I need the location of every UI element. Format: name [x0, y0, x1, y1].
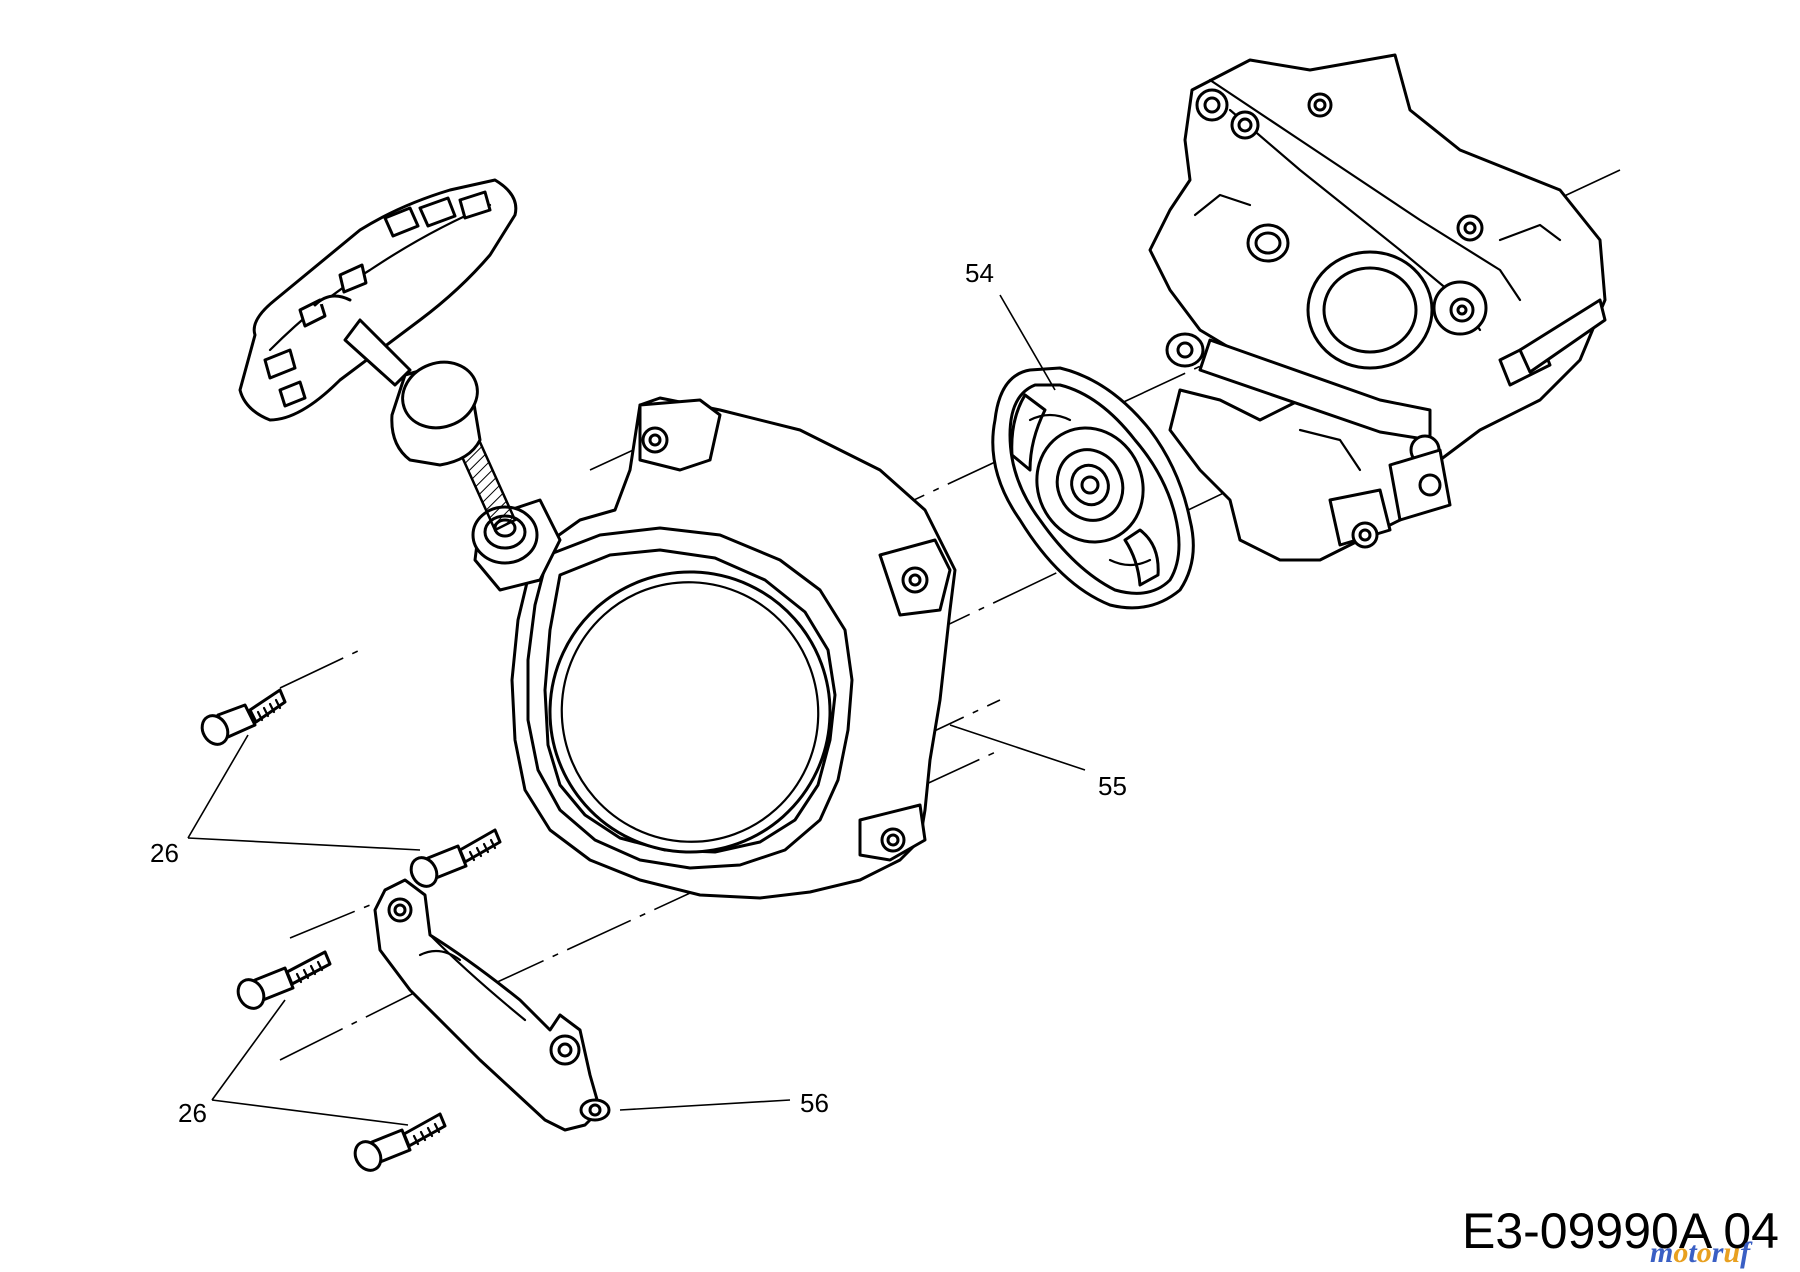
starter-rope-and-handle — [238, 178, 518, 532]
watermark-logo: motoruf — [1650, 1236, 1753, 1269]
drawing-code: E3-09990A 04 — [1462, 1203, 1779, 1259]
crankcase — [1148, 53, 1607, 562]
starter-housing — [471, 396, 957, 900]
mounting-bracket — [373, 878, 611, 1132]
screw-lower-left — [236, 950, 332, 1010]
callout-26-lower: 26 — [178, 1098, 207, 1128]
screw-upper-right — [409, 828, 502, 888]
leader-lines — [187, 294, 1086, 1126]
callout-55: 55 — [1098, 771, 1127, 801]
callout-54: 54 — [965, 258, 994, 288]
screw-lower-right — [353, 1112, 447, 1172]
callout-56: 56 — [800, 1088, 829, 1118]
callout-26-upper: 26 — [150, 838, 179, 868]
starter-pulley — [991, 366, 1195, 610]
screw-upper-left — [200, 688, 287, 746]
